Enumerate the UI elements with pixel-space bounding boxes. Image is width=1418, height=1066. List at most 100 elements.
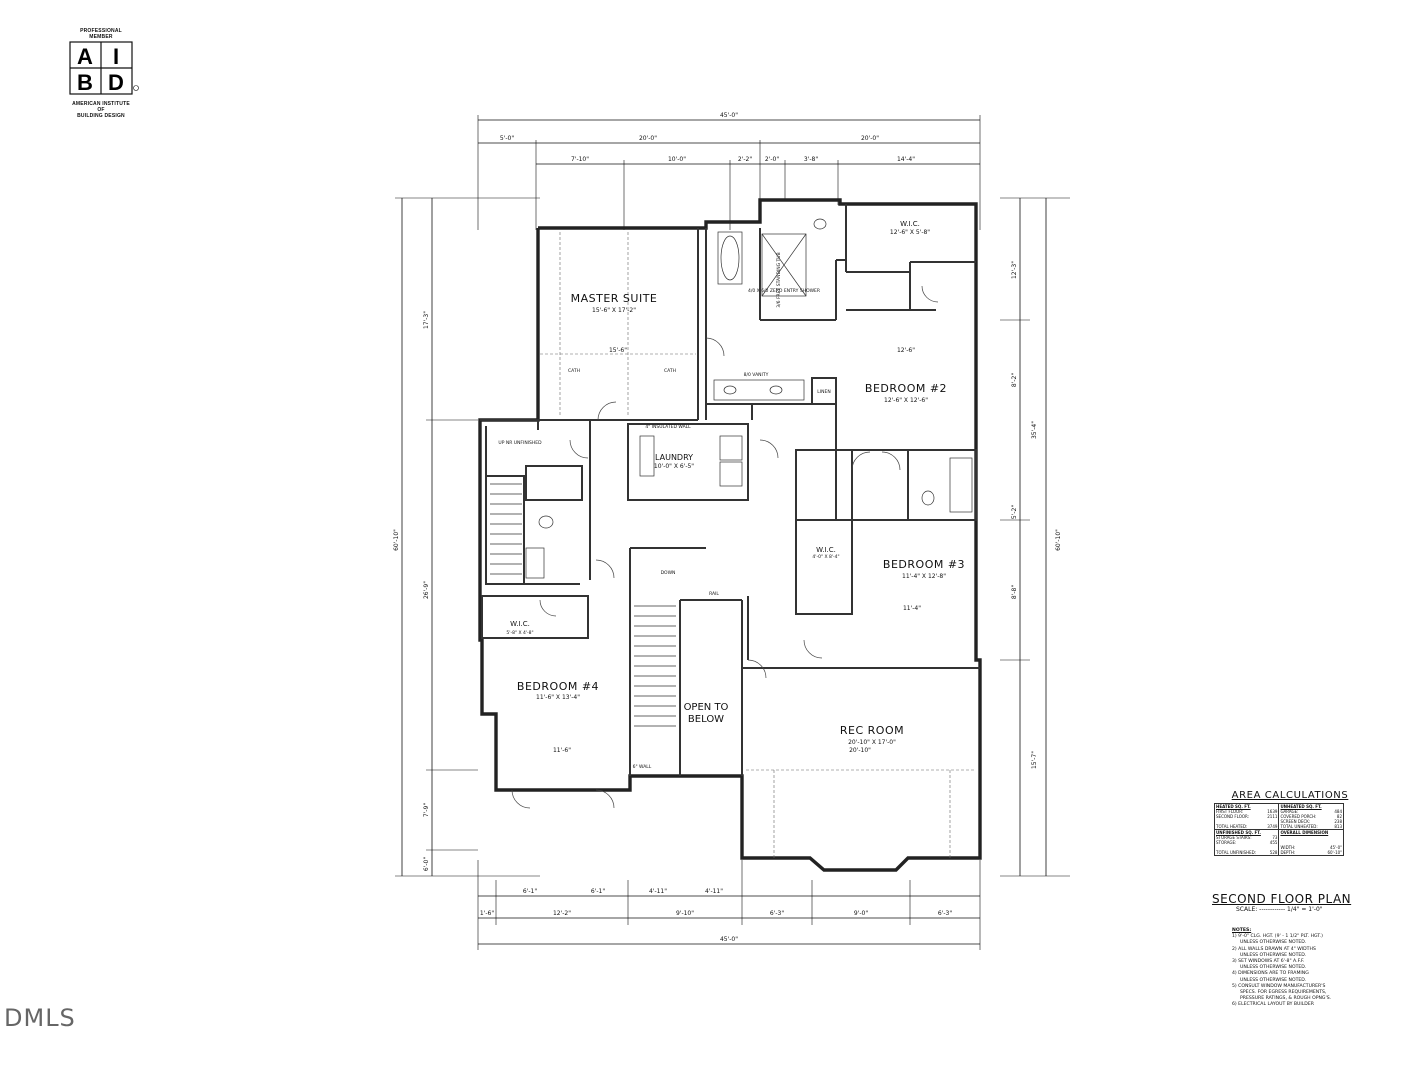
dim-right-f: 8'-8" — [1011, 585, 1018, 599]
dim-top-a: 5'-0" — [500, 135, 514, 142]
bedroom-2-size: 12'-6" X 12'-6" — [884, 397, 928, 404]
dim-right-c: 12'-3" — [1011, 261, 1018, 279]
dim-bot-j: 4'-11" — [705, 888, 723, 895]
dim-bed2-width: 12'-6" — [897, 347, 915, 354]
rec-room-size: 20'-10" X 17'-0" — [848, 739, 896, 746]
dim-right-e: 5'-2" — [1011, 505, 1018, 519]
note-5b: SPECS. FOR EGRESS REQUIREMENTS, — [1240, 990, 1327, 996]
dim-right-a: 35'-4" — [1031, 421, 1038, 439]
logo-bottom-line1: AMERICAN INSTITUTE — [72, 101, 130, 107]
tub-label: 3/6 FREE STANDING TUB — [776, 252, 782, 307]
logo-letter-i: I — [113, 44, 119, 69]
total-heated-label: TOTAL HEATED: — [1216, 824, 1248, 829]
bedroom-3-label: BEDROOM #3 — [883, 558, 965, 571]
logo-letter-d: D — [108, 70, 124, 95]
exterior-walls — [478, 198, 982, 872]
laundry-label: LAUNDRY — [655, 453, 693, 462]
rail-label: RAIL — [709, 591, 719, 597]
note-3b: UNLESS OTHERWISE NOTED. — [1240, 965, 1307, 971]
dim-left-d: 6'-0" — [423, 857, 430, 871]
dim-top-f: 2'-2" — [738, 156, 752, 163]
area-calculations-title: AREA CALCULATIONS — [1231, 790, 1349, 801]
cath-label-right: CATH — [664, 368, 676, 374]
heated-label: HEATED SQ. FT. — [1216, 804, 1251, 809]
dim-bot-f: 6'-3" — [938, 910, 952, 917]
stairs — [490, 483, 676, 727]
screen-deck-value: 238 — [1334, 819, 1342, 824]
dimension-lines — [395, 115, 1070, 950]
storage-stairs-value: 73 — [1272, 835, 1278, 840]
area-calculations-table: HEATED SQ. FT. FIRST FLOOR: 1639 SECOND … — [1213, 803, 1344, 856]
dim-bot-e: 9'-0" — [854, 910, 868, 917]
storage-label: STORAGE: — [1216, 840, 1237, 845]
logo-letter-a: A — [77, 44, 93, 69]
shower-label: 4/0 X 6/0 ZERO ENTRY SHOWER — [748, 288, 820, 294]
linen-label: LINEN — [817, 389, 830, 395]
aibd-letters-graphic: A I B D — [69, 41, 139, 95]
dim-left-a: 17'-3" — [423, 311, 430, 329]
master-suite-label: MASTER SUITE — [571, 292, 658, 305]
width-value: 45'-0" — [1329, 845, 1342, 850]
dim-right-total: 60'-10" — [1055, 529, 1062, 551]
dim-master-width: 15'-6" — [609, 347, 627, 354]
total-unfinished-value: 528 — [1269, 850, 1278, 855]
dim-bot-total: 45'-0" — [720, 936, 738, 943]
logo-bottom-line3: BUILDING DESIGN — [77, 113, 125, 119]
dim-right-b: 15'-7" — [1031, 751, 1038, 769]
dim-bot-i: 4'-11" — [649, 888, 667, 895]
dim-bot-h: 6'-1" — [591, 888, 605, 895]
dim-top-b: 20'-0" — [639, 135, 657, 142]
note-4: 4) DIMENSIONS ARE TO FRAMING — [1232, 971, 1309, 977]
insulated-wall-label: 4" INSULATED WALL — [645, 424, 691, 430]
stair-down-label: DOWN — [661, 570, 676, 576]
rec-room-label: REC ROOM — [840, 724, 904, 737]
door-swings — [511, 285, 939, 809]
dim-right-d: 8'-2" — [1011, 373, 1018, 387]
storage-stairs-label: STORAGE STAIRS: — [1216, 835, 1252, 840]
bed3-wic-label: W.I.C. — [816, 546, 836, 554]
master-wic-size: 12'-6" X 5'-8" — [890, 229, 930, 236]
logo-letter-b: B — [77, 70, 93, 95]
garage-value: 484 — [1334, 809, 1342, 814]
total-heated-value: 3749 — [1267, 824, 1278, 829]
width-label: WIDTH: — [1280, 845, 1296, 850]
laundry-size: 10'-0" X 6'-5" — [654, 463, 694, 470]
dim-bot-a: 1'-6" — [480, 910, 494, 917]
master-wic-label: W.I.C. — [900, 220, 920, 228]
mls-watermark: DMLS — [4, 1004, 76, 1032]
dim-top-g: 2'-0" — [765, 156, 779, 163]
bed3-wic-size: 4'-0" X 8'-4" — [812, 554, 839, 560]
dim-bot-b: 12'-2" — [553, 910, 571, 917]
vanity-label: 8/0 VANITY — [744, 372, 769, 378]
dim-rec-width: 20'-10" — [849, 747, 871, 754]
notes-heading: NOTES: — [1232, 928, 1252, 933]
first-floor-value: 1639 — [1267, 809, 1278, 814]
note-6: 6) ELECTRICAL LAYOUT BY BUILDER — [1232, 1002, 1314, 1008]
unfinished-label: UNFINISHED SQ. FT. — [1216, 830, 1261, 835]
dim-bot-g: 6'-1" — [523, 888, 537, 895]
covered-porch-label: COVERED PORCH: — [1280, 814, 1317, 819]
bedroom-3-size: 11'-4" X 12'-8" — [902, 573, 946, 580]
unfinished-label: UP NR UNFINISHED — [498, 440, 542, 446]
dim-top-h: 3'-8" — [804, 156, 818, 163]
area-calculations: AREA CALCULATIONS HEATED SQ. FT. FIRST F… — [1210, 790, 1370, 856]
note-1: 1) 9'-0" CLG. HGT. (9' - 1 1/2" PLT. HGT… — [1232, 934, 1323, 940]
depth-label: DEPTH: — [1280, 850, 1296, 855]
dim-bot-c: 9'-10" — [676, 910, 694, 917]
dim-left-b: 26'-9" — [423, 581, 430, 599]
dim-bed3-width: 11'-4" — [903, 605, 921, 612]
bedroom-4-label: BEDROOM #4 — [517, 680, 599, 693]
bedroom-4-size: 11'-6" X 13'-4" — [536, 694, 580, 701]
total-unheated-label: TOTAL UNHEATED: — [1280, 824, 1318, 829]
dim-left-c: 7'-9" — [423, 803, 430, 817]
total-unfinished-label: TOTAL UNFINISHED: — [1216, 850, 1257, 855]
logo-top-line2: MEMBER — [89, 34, 113, 40]
half-wall-label: 6" WALL — [633, 764, 652, 770]
logo-top-line1: PROFESSIONAL — [80, 28, 122, 34]
overall-dimension-label: OVERALL DIMENSION — [1280, 830, 1329, 835]
note-5c: PRESSURE RATINGS, & ROUGH OPNG'S. — [1240, 996, 1332, 1002]
covered-porch-value: 82 — [1336, 814, 1342, 819]
dim-top-d: 7'-10" — [571, 156, 589, 163]
note-4b: UNLESS OTHERWISE NOTED. — [1240, 977, 1307, 983]
note-5: 5) CONSULT WINDOW MANUFACTURER'S — [1232, 983, 1326, 989]
